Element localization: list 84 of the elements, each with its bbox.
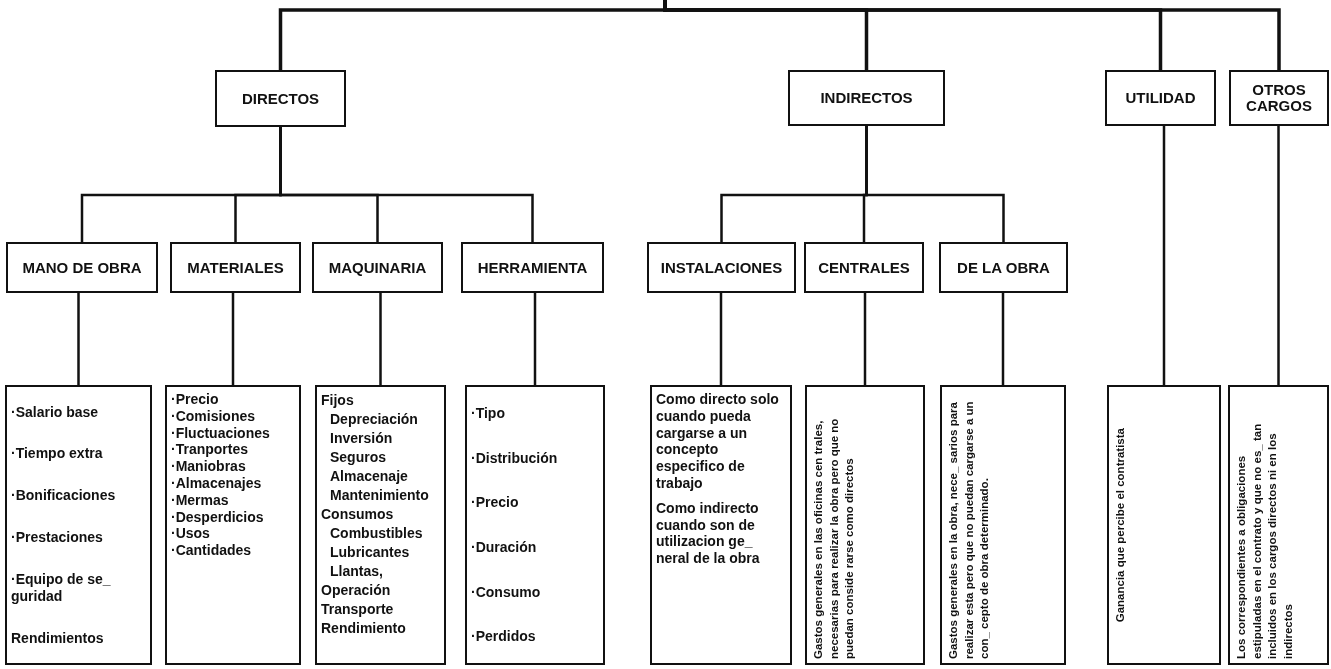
list-item: ·Usos — [171, 525, 211, 543]
connector-line — [1162, 126, 1166, 385]
description-box — [805, 385, 925, 665]
list-item: ·Equipo de se_ guridad — [11, 570, 112, 605]
description-box — [315, 385, 446, 665]
list-item: ·Perdidos — [471, 628, 537, 645]
category-label: DE LA OBRA — [957, 259, 1050, 276]
description-box — [465, 385, 605, 665]
category-box — [6, 242, 158, 293]
category-box — [1105, 70, 1216, 126]
description-text: Como indirecto cuando son de utilizacion ge_ neral de la obra — [656, 499, 761, 567]
list-item: ·Precio — [471, 494, 520, 512]
category-box — [788, 70, 945, 126]
list-item: ·Mermas — [171, 491, 230, 509]
connector-line — [865, 126, 1005, 242]
connector-line — [719, 293, 723, 385]
list-item: ·Precio — [171, 391, 220, 408]
category-box — [215, 70, 346, 127]
category-label: INSTALACIONES — [660, 259, 783, 276]
list-item: ·Distribución — [471, 449, 559, 467]
connector-line — [863, 293, 867, 385]
description-text: Los correspondientes a obligaciones estipuladas en el contrato y que no es_ tan incluidos en los cargos directos ni en los indirectos — [1234, 422, 1295, 659]
list-item: Llantas, — [329, 562, 384, 582]
list-item: ·Salario base — [11, 403, 100, 421]
list-item: ·Comisiones — [171, 407, 256, 425]
category-box — [1229, 70, 1329, 126]
category-label: HERRAMIENTA — [477, 259, 588, 276]
connector-line — [1001, 293, 1005, 385]
list-item: ·Tipo — [471, 404, 506, 422]
connector-line — [231, 293, 235, 385]
connector-line — [77, 293, 80, 385]
category-box — [804, 242, 924, 293]
list-item: Combustibles — [329, 524, 424, 544]
list-item: Seguros — [329, 448, 387, 468]
list-item: ·Maniobras — [171, 458, 247, 475]
description-box — [1107, 385, 1221, 665]
list-item: Fijos — [321, 391, 355, 410]
connector-line — [379, 293, 382, 385]
connector-line — [1277, 126, 1280, 385]
description-box — [940, 385, 1066, 665]
list-item: Consumos — [321, 505, 395, 525]
list-item: Depreciación — [329, 410, 419, 430]
list-item: Inversión — [329, 429, 394, 449]
list-item: Rendimiento — [321, 619, 407, 639]
list-item: ·Duración — [471, 538, 538, 556]
description-text: Gastos generales en las oficinas cen trales, necesarias para realizar la obra pero que no puedan conside rarse como directos — [811, 417, 857, 659]
category-box — [647, 242, 796, 293]
list-item: ·Bonificaciones — [11, 487, 117, 505]
list-item: ·Tranportes — [171, 441, 249, 459]
category-label: MANO DE OBRA — [22, 259, 142, 276]
category-box — [312, 242, 443, 293]
list-item: ·Fluctuaciones — [171, 424, 271, 442]
category-label: MATERIALES — [187, 259, 284, 276]
list-item: ·Tiempo extra — [11, 445, 104, 463]
category-box — [170, 242, 301, 293]
list-item: Mantenimiento — [329, 486, 430, 506]
connector-line — [279, 127, 534, 242]
list-item: Almacenaje — [329, 467, 409, 487]
category-box — [939, 242, 1068, 293]
list-item: Rendimientos — [11, 629, 105, 647]
description-text: Como directo solo cuando pueda cargarse a un concepto especifico de trabajo — [656, 391, 780, 492]
list-item: ·Almacenajes — [171, 475, 263, 492]
list-item: ·Cantidades — [171, 542, 253, 559]
category-label: OTROS CARGOS — [1245, 82, 1313, 114]
category-box — [461, 242, 604, 293]
description-box — [165, 385, 301, 665]
list-item: Transporte — [321, 600, 395, 620]
list-item: Operación — [321, 581, 392, 601]
category-label: INDIRECTOS — [820, 90, 913, 106]
list-item: ·Consumo — [471, 583, 542, 601]
category-label: CENTRALES — [818, 259, 910, 276]
category-label: DIRECTOS — [241, 90, 320, 107]
connector-line — [663, 0, 1281, 70]
category-label: MAQUINARIA — [328, 259, 427, 276]
list-item: ·Desperdicios — [171, 508, 265, 526]
description-box — [650, 385, 792, 665]
description-text: Ganancia que percibe el contratista — [1113, 427, 1127, 623]
list-item: Lubricantes — [329, 543, 411, 563]
list-item: ·Prestaciones — [11, 529, 104, 546]
connector-line — [533, 293, 537, 385]
description-box — [1228, 385, 1329, 665]
description-box — [5, 385, 152, 665]
description-text: Gastos generales en la obra, nece_ sarios para realizar esta pero que no puedan cargarse a un con_ cepto de obra determinado. — [946, 400, 992, 659]
category-label: UTILIDAD — [1125, 90, 1196, 106]
